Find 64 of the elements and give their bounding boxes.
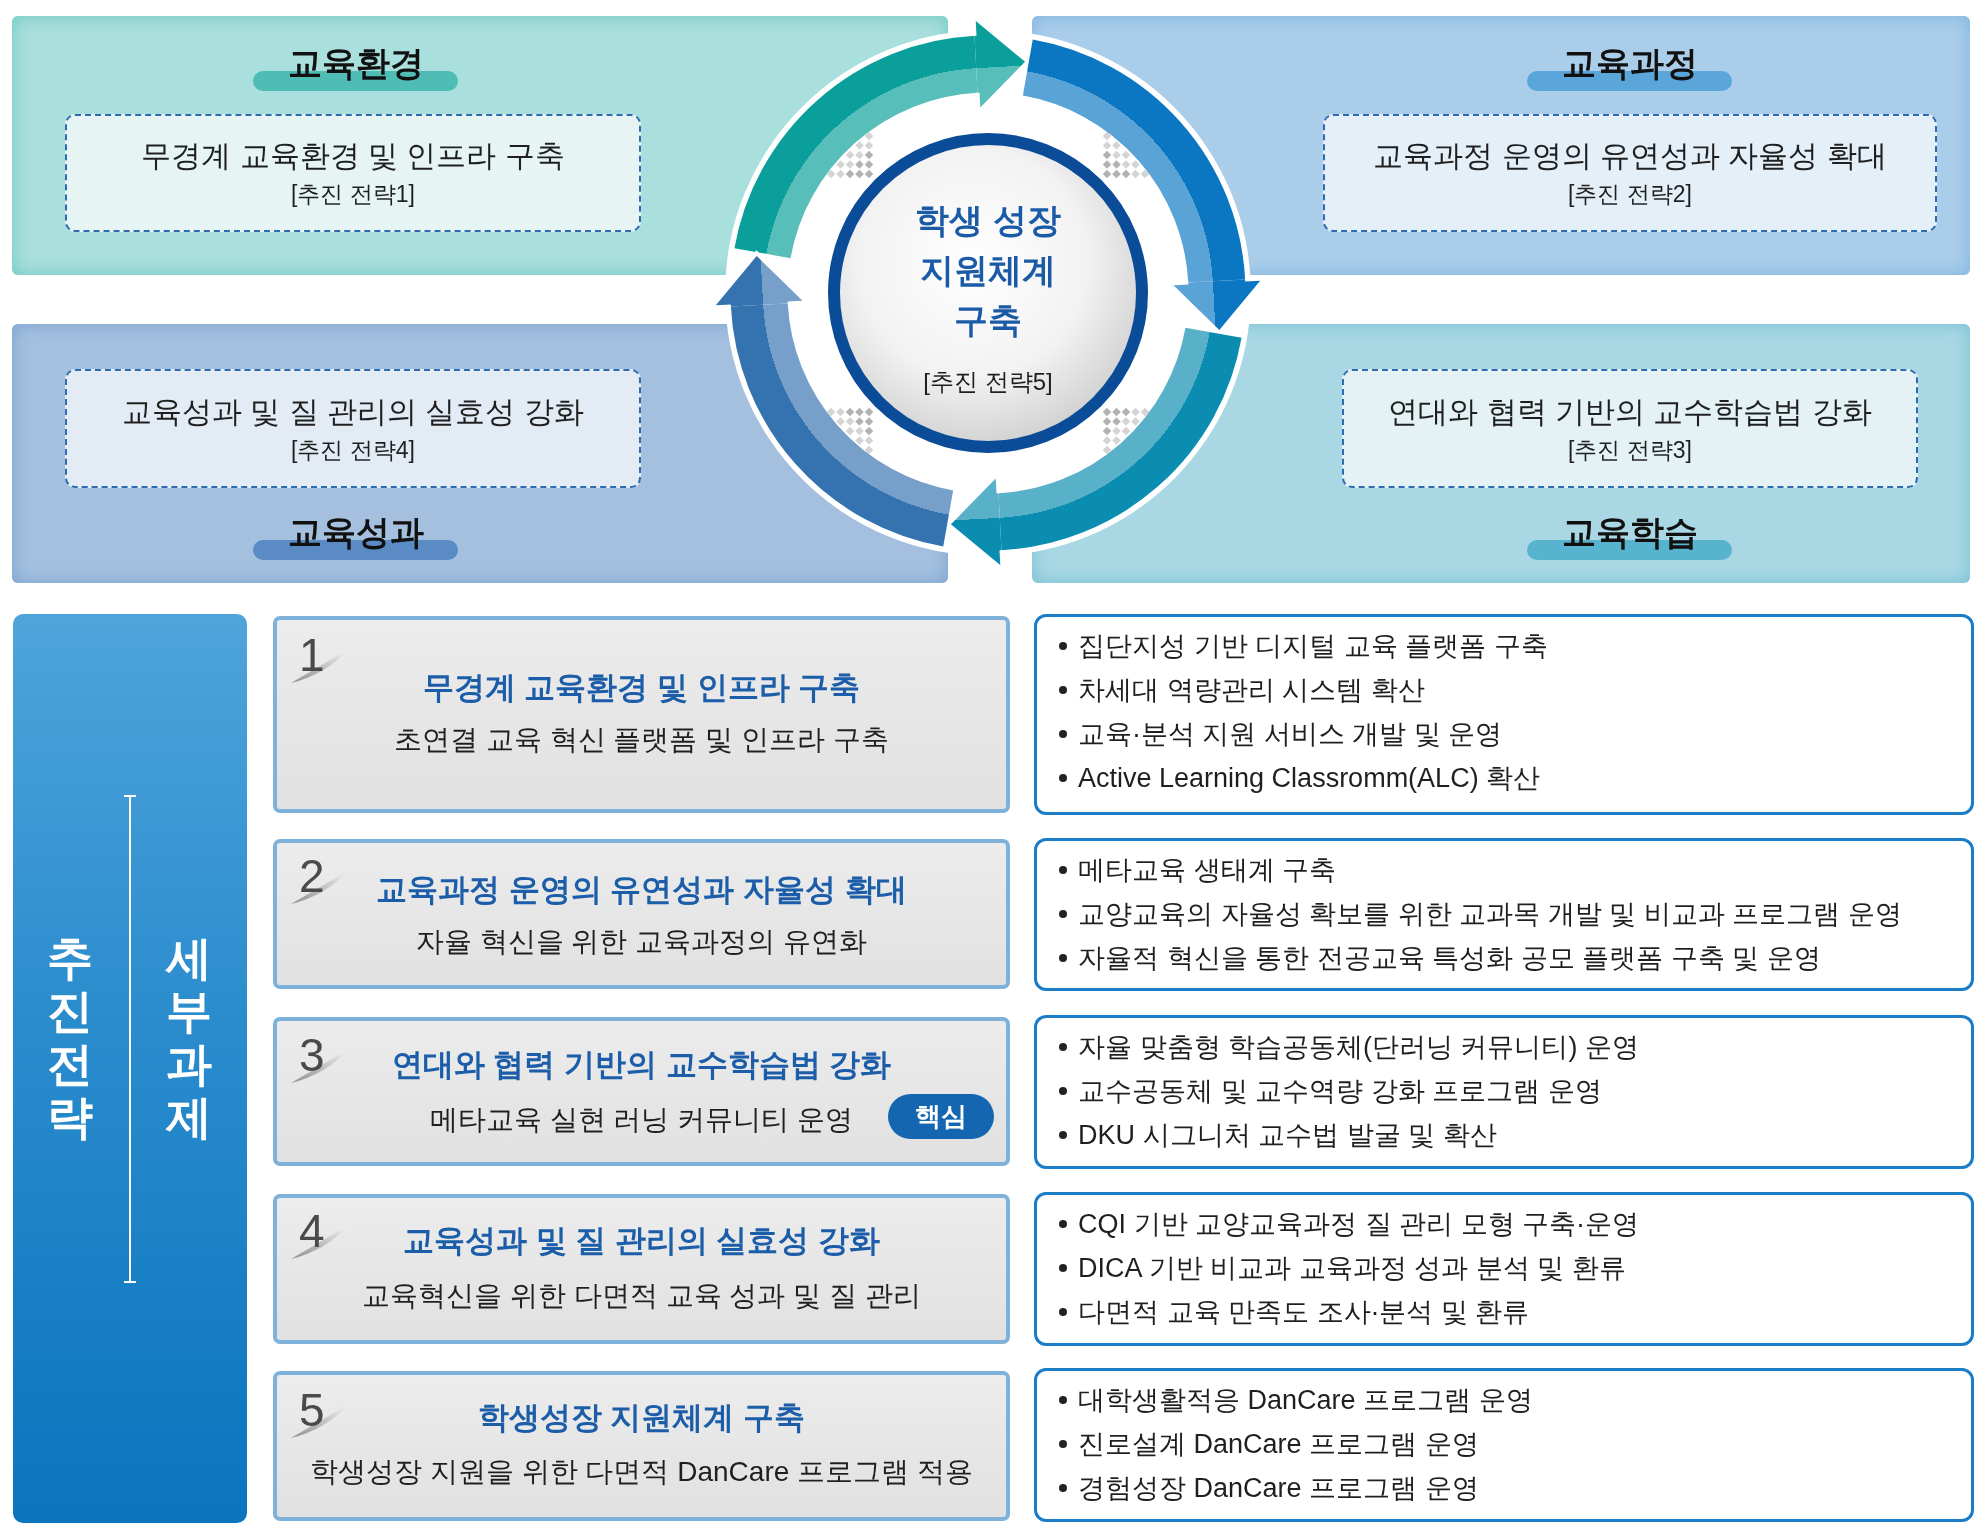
detail-item: CQI 기반 교양교육과정 질 관리 모형 구축·운영 xyxy=(1078,1208,1639,1241)
strategy-title: 교육성과 및 질 관리의 실효성 강화 xyxy=(122,393,584,430)
detail-item: 경험성장 DanCare 프로그램 운영 xyxy=(1078,1472,1479,1505)
task-box xyxy=(273,1194,1010,1344)
detail-item: 차세대 역량관리 시스템 확산 xyxy=(1078,674,1425,707)
task-subtitle: 자율 혁신을 위한 교육과정의 유연화 xyxy=(415,925,868,959)
task-box xyxy=(273,839,1010,989)
task-title: 무경계 교육환경 및 인프라 구축 xyxy=(422,669,861,707)
detail-item: 메타교육 생태계 구축 xyxy=(1078,854,1336,887)
detail-box xyxy=(1034,1192,1974,1346)
strategy-box xyxy=(1342,369,1918,488)
detail-item: 집단지성 기반 디지털 교육 플랫폼 구축 xyxy=(1078,630,1548,663)
strategy-tag: [추진 전략3] xyxy=(1568,434,1692,465)
detail-box xyxy=(1034,614,1974,815)
strategy-tag: [추진 전략4] xyxy=(291,434,415,465)
center-title: 학생 성장 지원체계 구축 xyxy=(914,200,1062,341)
strategy-box xyxy=(65,114,641,232)
detail-item: 다면적 교육 만족도 조사·분석 및 환류 xyxy=(1078,1296,1530,1329)
strategy-title: 무경계 교육환경 및 인프라 구축 xyxy=(141,138,565,174)
task-subtitle: 초연결 교육 혁신 플랫폼 및 인프라 구축 xyxy=(394,723,889,757)
center-circle xyxy=(828,133,1148,453)
section-heading: 교육학습 xyxy=(1527,510,1732,560)
detail-item: DKU 시그니처 교수법 발굴 및 확산 xyxy=(1078,1119,1497,1152)
strategy-box xyxy=(65,369,641,488)
detail-item: 자율 맞춤형 학습공동체(단러닝 커뮤니티) 운영 xyxy=(1078,1031,1639,1064)
task-subtitle: 교육혁신을 위한 다면적 교육 성과 및 질 관리 xyxy=(362,1279,921,1313)
strategy-title: 연대와 협력 기반의 교수학습법 강화 xyxy=(1388,393,1872,430)
task-title: 교육성과 및 질 관리의 실효성 강화 xyxy=(402,1222,881,1260)
strategy-title: 교육과정 운영의 유연성과 자율성 확대 xyxy=(1373,138,1887,174)
strategy-tag: [추진 전략1] xyxy=(291,179,415,209)
band-heading: 세부과제 xyxy=(164,932,213,1144)
detail-item: DICA 기반 비교과 교육과정 성과 분석 및 환류 xyxy=(1078,1252,1626,1285)
task-box xyxy=(273,1017,1010,1166)
number-label: 5 xyxy=(299,1384,325,1436)
strategy-tag: [추진 전략2] xyxy=(1568,179,1692,209)
detail-box xyxy=(1034,1015,1974,1169)
number-label: 4 xyxy=(299,1205,325,1257)
number-label: 1 xyxy=(299,629,325,681)
task-subtitle: 학생성장 지원을 위한 다면적 DanCare 프로그램 적용 xyxy=(310,1455,973,1489)
detail-item: 진로설계 DanCare 프로그램 운영 xyxy=(1078,1428,1479,1461)
section-heading: 교육과정 xyxy=(1527,41,1732,91)
section-heading: 교육성과 xyxy=(253,510,458,560)
vertical-band xyxy=(13,614,247,1523)
section-heading: 교육환경 xyxy=(253,41,458,91)
band-heading: 추진전략 xyxy=(46,932,94,1144)
task-title: 교육과정 운영의 유연성과 자율성 확대 xyxy=(376,871,907,909)
detail-box xyxy=(1034,1368,1974,1522)
detail-item: 자율적 혁신을 통한 전공교육 특성화 공모 플랫폼 구축 및 운영 xyxy=(1078,942,1821,975)
task-title: 학생성장 지원체계 구축 xyxy=(477,1399,806,1437)
detail-item: Active Learning Classromm(ALC) 확산 xyxy=(1078,762,1541,795)
detail-item: 교육·분석 지원 서비스 개발 및 운영 xyxy=(1078,718,1503,751)
task-title: 연대와 협력 기반의 교수학습법 강화 xyxy=(391,1046,892,1084)
task-subtitle: 메타교육 실현 러닝 커뮤니티 운영 xyxy=(429,1103,854,1137)
strategy-tag: [추진 전략5] xyxy=(923,367,1053,397)
strategy-box xyxy=(1323,114,1937,232)
highlight-badge: 핵심 xyxy=(888,1094,994,1139)
detail-item: 대학생활적응 DanCare 프로그램 운영 xyxy=(1078,1384,1533,1417)
detail-box xyxy=(1034,838,1974,991)
number-label: 2 xyxy=(299,850,325,902)
detail-item: 교수공동체 및 교수역량 강화 프로그램 운영 xyxy=(1078,1075,1602,1108)
task-box xyxy=(273,1371,1010,1521)
detail-item: 교양교육의 자율성 확보를 위한 교과목 개발 및 비교과 프로그램 운영 xyxy=(1078,898,1902,931)
task-box xyxy=(273,616,1010,813)
number-label: 3 xyxy=(299,1029,325,1081)
